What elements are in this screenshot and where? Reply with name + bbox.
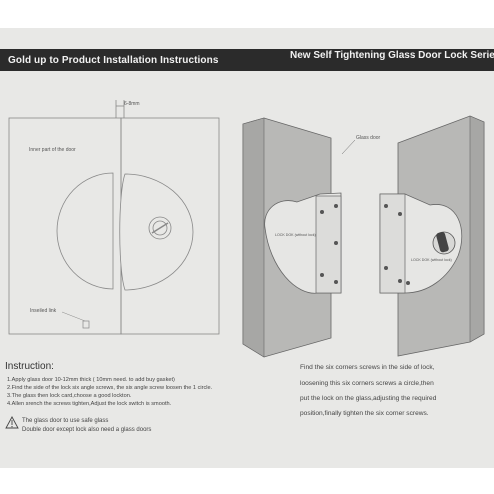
door-label: Inner part of the door [29, 147, 76, 153]
right-diagram [242, 115, 485, 358]
instruction-step-1: 1.Apply glass door 10-12mm thick ( 10mm … [7, 377, 175, 383]
lock-label-right: LOCK DOK (without lock) [411, 258, 452, 262]
right-instruction-line-1: Find the six corners screws in the side … [300, 364, 435, 371]
lock-knob [148, 216, 172, 240]
gap-label: 6-8mm [124, 101, 140, 107]
instruction-step-3: 3.The glass then lock card,choose a good… [7, 393, 132, 399]
left-diagram [8, 100, 220, 335]
link-label: Inseiled link [30, 308, 57, 314]
warning-line-1: The glass door to use safe glass [22, 418, 109, 424]
right-instruction-line-4: position,finally tighten the six corner … [300, 410, 429, 417]
lock-label-left: LOCK DOK (without lock) [275, 233, 316, 237]
lock-disc-left [56, 172, 114, 290]
right-instruction-line-3: put the lock on the glass,adjusting the … [300, 395, 437, 402]
header-bar [0, 49, 494, 71]
glass-door-label: Glass door [356, 135, 381, 141]
link-block [82, 320, 90, 329]
warning-line-2: Double door except lock also need a glas… [22, 427, 152, 433]
instruction-title: Instruction: [5, 361, 54, 372]
header-right-title: New Self Tightening Glass Door Lock Seri… [290, 50, 494, 61]
lock-disc-right [119, 173, 194, 291]
instruction-step-4: 4.Allen srench the screws tighten,Adjust… [7, 401, 172, 407]
header-left-title: Gold up to Product Installation Instruct… [8, 55, 219, 66]
right-instruction-line-2: loosening this six corners screws a circ… [300, 380, 434, 387]
instruction-step-2: 2.Find the side of the lock six angle sc… [7, 385, 213, 391]
